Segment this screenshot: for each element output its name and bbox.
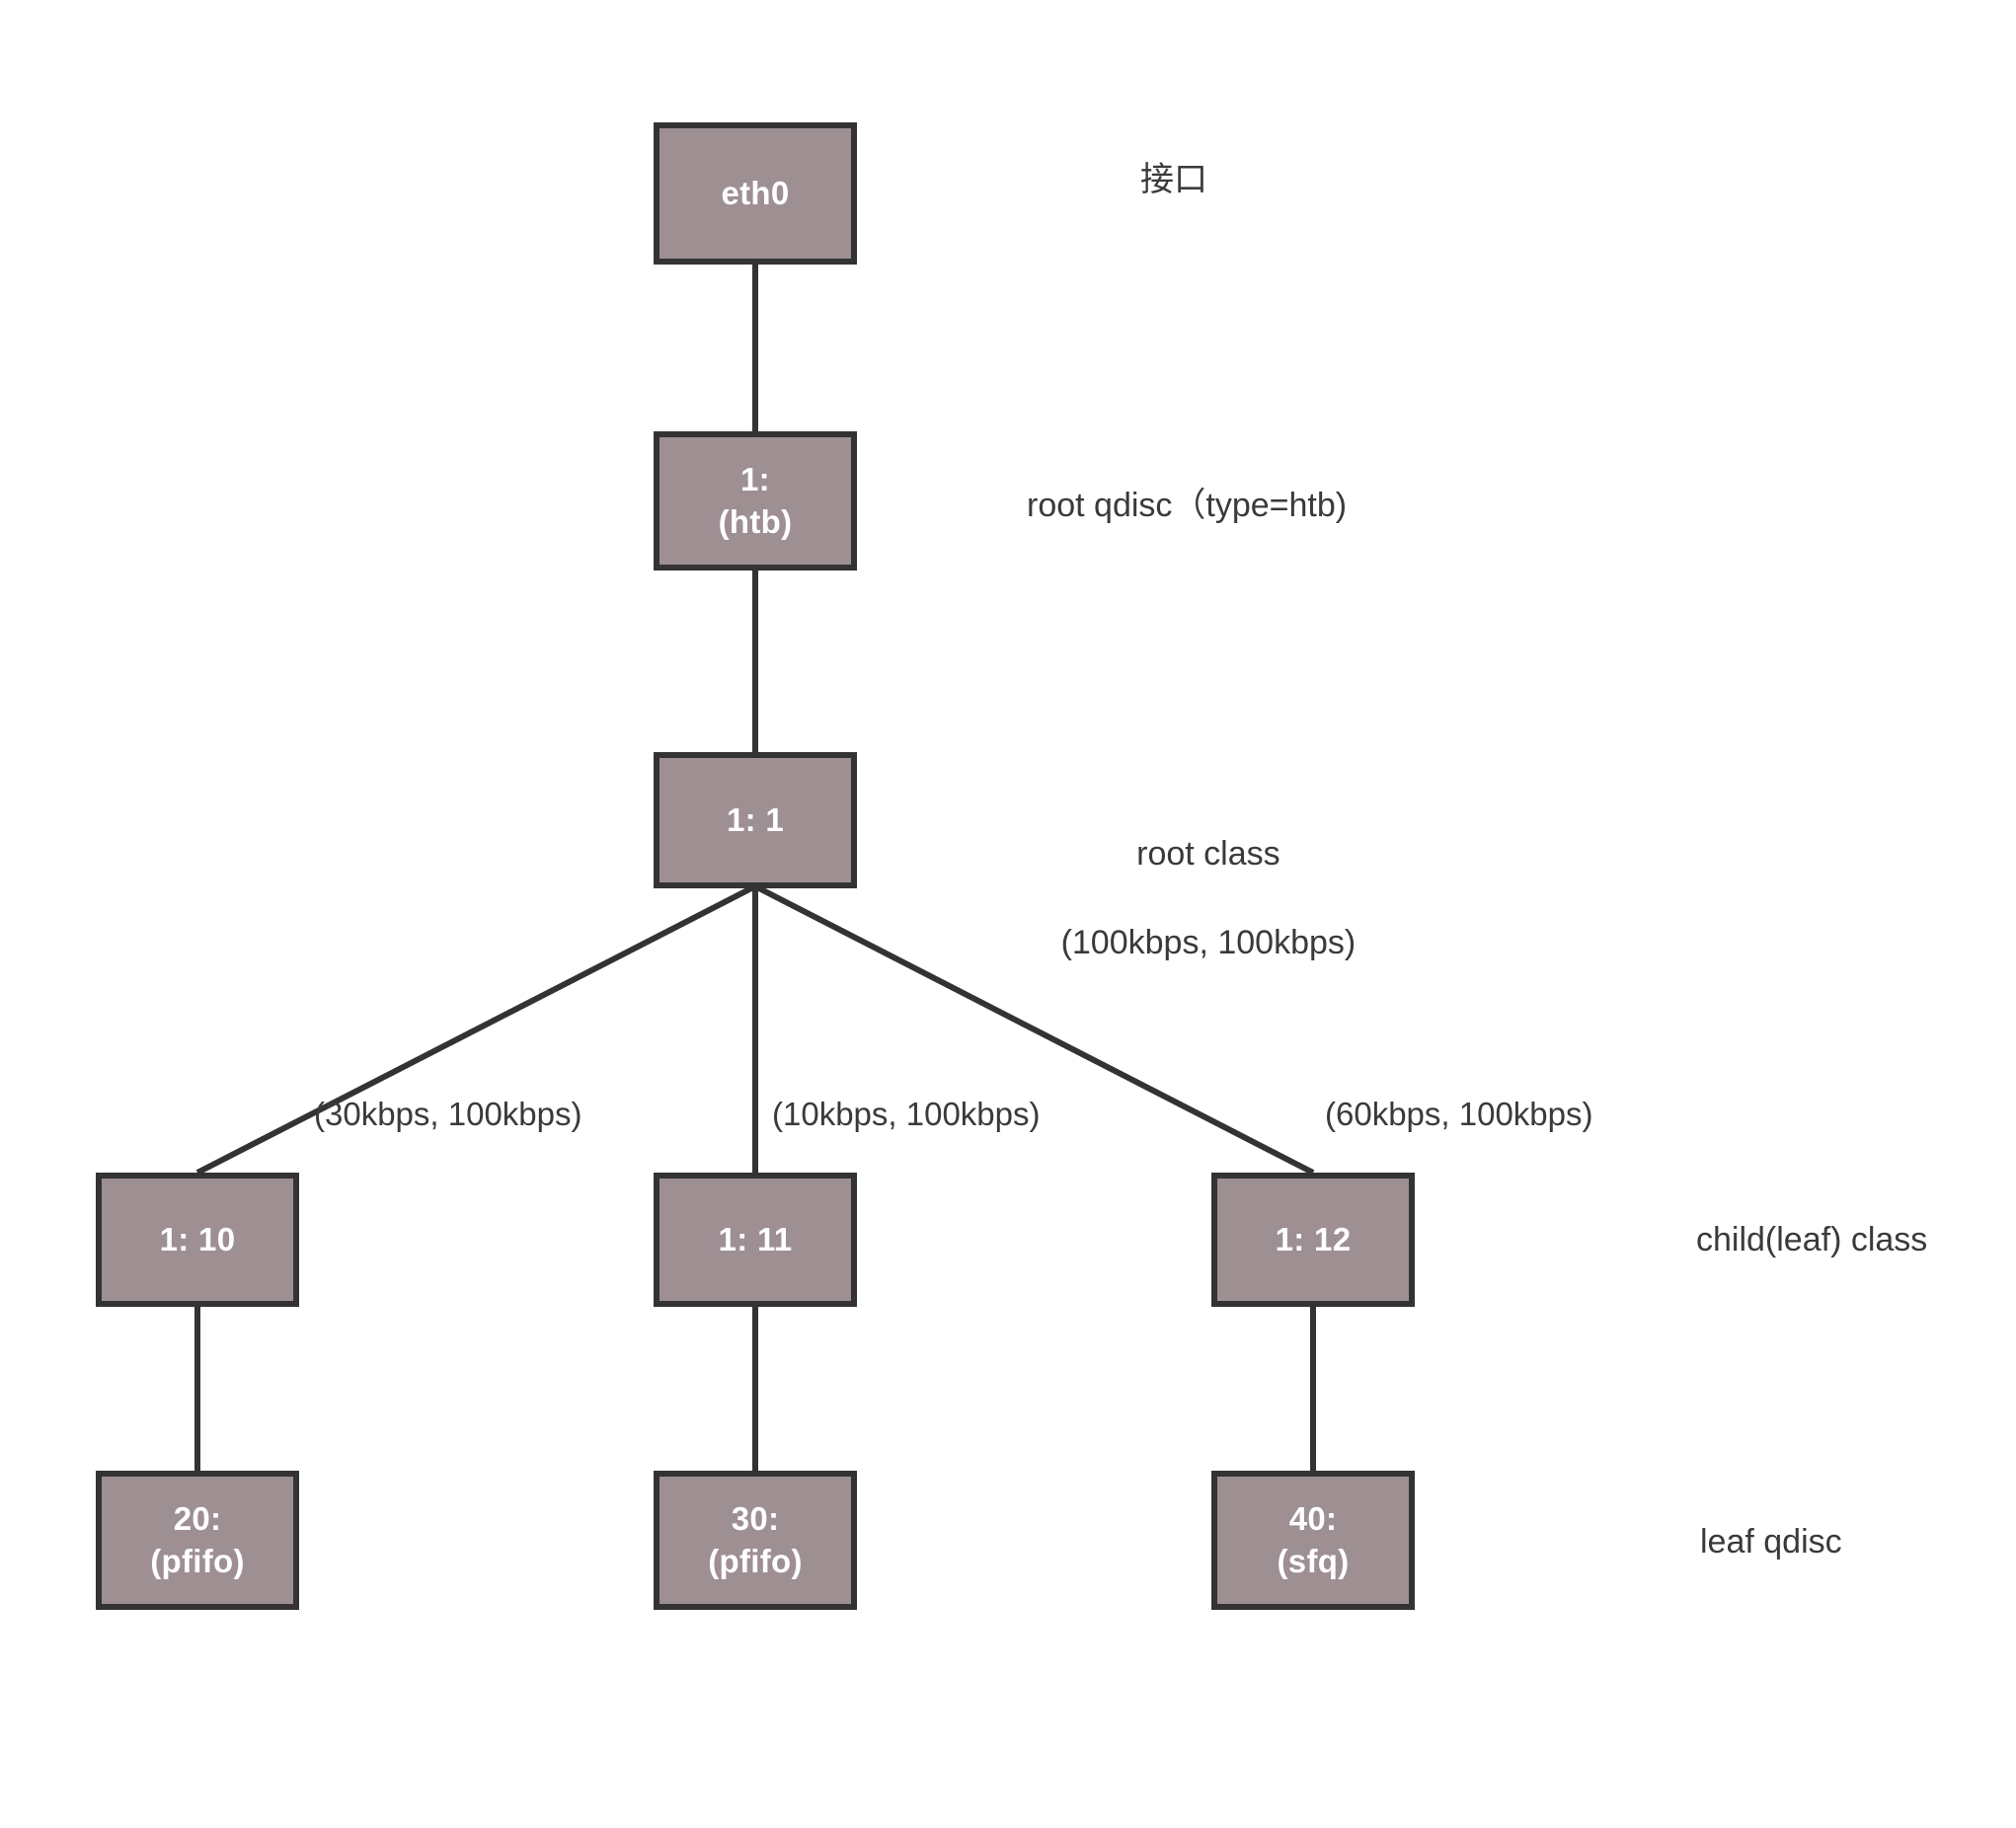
edge-label-to-class-12: (60kbps, 100kbps): [1325, 1096, 1593, 1132]
node-qdisc-20-type: (pfifo): [150, 1542, 245, 1579]
node-root-qdisc-handle: 1:: [740, 461, 770, 498]
side-label-root-class-line1: root class: [1136, 834, 1280, 873]
node-qdisc-40[interactable]: 40: (sfq): [1211, 1471, 1415, 1610]
node-class-1-12-label: 1: 12: [1275, 1220, 1352, 1257]
side-label-interface: 接口: [1140, 161, 1207, 198]
node-qdisc-40-handle: 40:: [1288, 1500, 1338, 1538]
node-class-1-11[interactable]: 1: 11: [654, 1173, 857, 1307]
side-label-child-class: child(leaf) class: [1696, 1221, 1928, 1258]
node-root-class[interactable]: 1: 1: [654, 752, 857, 888]
node-root-qdisc-type: (htb): [718, 502, 793, 540]
node-class-1-11-label: 1: 11: [718, 1220, 793, 1257]
edge-label-to-class-11: (10kbps, 100kbps): [772, 1096, 1041, 1132]
side-label-root-class: root class (100kbps, 100kbps): [1022, 788, 1357, 1009]
node-root-qdisc[interactable]: 1: (htb): [654, 431, 857, 571]
side-label-root-qdisc: root qdisc（type=htb): [1027, 487, 1348, 524]
node-class-1-12[interactable]: 1: 12: [1211, 1173, 1415, 1307]
node-qdisc-20[interactable]: 20: (pfifo): [96, 1471, 299, 1610]
node-root-class-label: 1: 1: [726, 800, 785, 838]
node-class-1-10[interactable]: 1: 10: [96, 1173, 299, 1307]
node-qdisc-30[interactable]: 30: (pfifo): [654, 1471, 857, 1610]
node-qdisc-30-type: (pfifo): [708, 1542, 803, 1579]
node-qdisc-20-handle: 20:: [173, 1500, 222, 1538]
edge-label-to-class-10: (30kbps, 100kbps): [314, 1096, 582, 1132]
side-label-leaf-qdisc: leaf qdisc: [1700, 1523, 1842, 1561]
side-label-root-class-line2: (100kbps, 100kbps): [1060, 923, 1357, 961]
node-qdisc-40-type: (sfq): [1277, 1542, 1350, 1579]
node-eth0-label: eth0: [721, 174, 790, 211]
node-qdisc-30-handle: 30:: [731, 1500, 780, 1538]
node-class-1-10-label: 1: 10: [159, 1220, 236, 1257]
node-eth0[interactable]: eth0: [654, 122, 857, 265]
